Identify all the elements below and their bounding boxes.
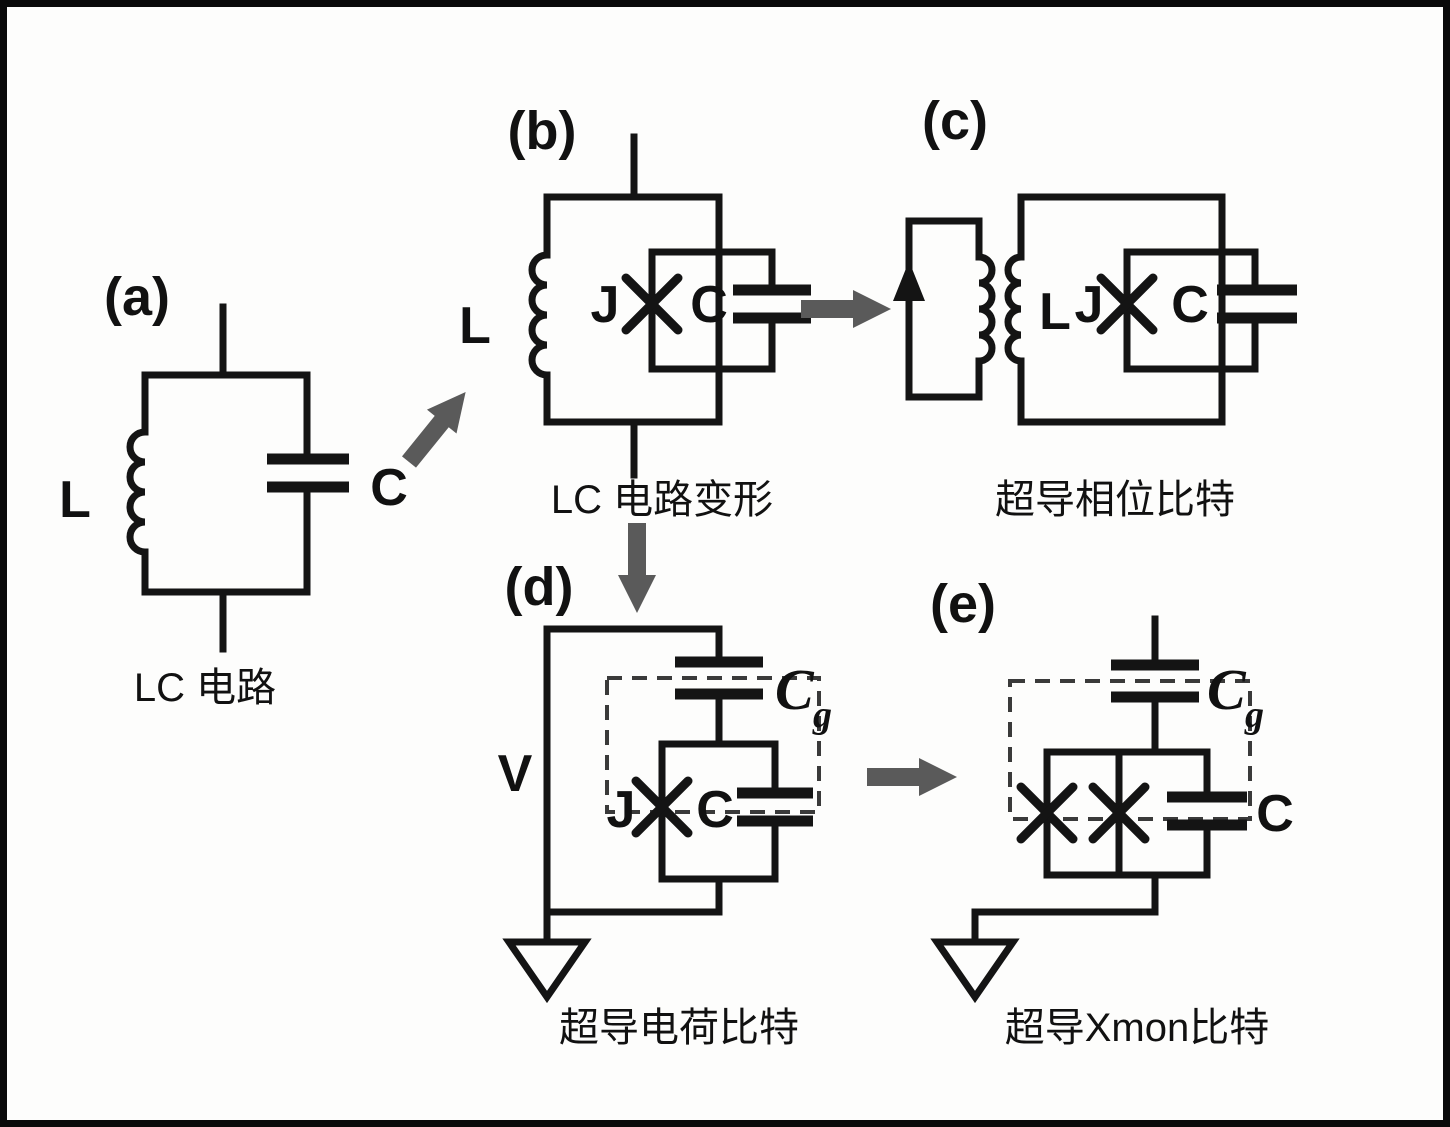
panel-b-caption: LC 电路变形 (551, 478, 773, 522)
circuit-wire (971, 615, 1211, 946)
gate-capacitor-label: C (775, 657, 815, 722)
gate-capacitor-sub-label: g (812, 694, 832, 736)
bias-current-arrow-icon (893, 261, 925, 301)
gate-capacitor-sub-label: g (1244, 694, 1264, 736)
arrow-b-to-c-icon (801, 290, 891, 328)
josephson-junction-icon (1096, 273, 1158, 335)
inductor-label: L (59, 471, 91, 529)
josephson-junction-icon (631, 776, 693, 838)
capacitor-label: C (1256, 785, 1294, 843)
junction-label: J (1075, 276, 1104, 334)
panel-d-tag: (d) (505, 557, 574, 617)
inductor-coil (1004, 193, 1025, 426)
panel-c-caption: 超导相位比特 (995, 478, 1235, 522)
arrow-b-to-d-icon (618, 523, 656, 613)
panel-e-tag: (e) (930, 574, 996, 634)
capacitor-label: C (1171, 276, 1209, 334)
josephson-junction-icon (1088, 782, 1150, 844)
voltage-label: V (498, 745, 533, 803)
inductor-label: L (459, 297, 491, 355)
island-dashed-box (605, 676, 821, 814)
josephson-junction-icon (1016, 782, 1078, 844)
panel-e: (e) C C g 超导Xmon比特 (930, 574, 1294, 1050)
ground-symbol (930, 938, 1020, 1004)
junction-box-wire (648, 248, 776, 373)
panel-d-caption: 超导电荷比特 (559, 1006, 799, 1050)
junction-label: J (591, 276, 620, 334)
panel-c-tag: (c) (922, 91, 988, 151)
panel-b-tag: (b) (508, 101, 577, 161)
junction-label: J (607, 781, 636, 839)
squid-loop-wire (1043, 748, 1123, 879)
bias-loop-wire (905, 217, 996, 401)
capacitor-label: C (690, 276, 728, 334)
capacitor-label: C (370, 459, 408, 517)
panel-c: (c) L J C 超导相位比特 (893, 91, 1297, 522)
arrow-a-to-b-icon (402, 392, 466, 468)
island-dashed-box (1008, 679, 1252, 821)
arrow-d-to-e-icon (867, 758, 957, 796)
circuit-wire (1017, 193, 1226, 426)
panel-d: (d) V J C C g 超导电荷比特 (498, 557, 832, 1050)
panel-b: (b) L J C LC 电路变形 (459, 101, 811, 522)
panel-a-caption: LC 电路 (134, 666, 276, 710)
josephson-junction-icon (621, 273, 683, 335)
panel-a-tag: (a) (104, 267, 170, 327)
circuit-wire (543, 625, 723, 946)
inductor-coil (528, 193, 551, 426)
ground-symbol (502, 938, 592, 1004)
circuit-wire (141, 303, 311, 653)
panel-e-caption: 超导Xmon比特 (1005, 1006, 1270, 1050)
junction-box-wire (1123, 248, 1259, 373)
gate-capacitor-label: C (1207, 657, 1247, 722)
capacitor-label: C (696, 781, 734, 839)
inductor-label: L (1039, 283, 1071, 341)
circuit-figure: (a) L C LC 电路 (b) L J C LC 电路变形 (59, 91, 1297, 1050)
panel-a: (a) L C LC 电路 (59, 267, 408, 710)
inductor-coil (126, 371, 149, 596)
circuit-wire (543, 133, 723, 479)
